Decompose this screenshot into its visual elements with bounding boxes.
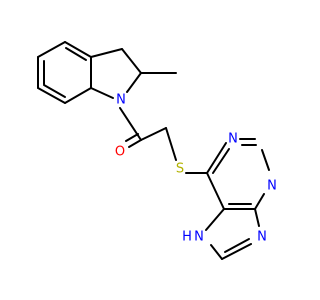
bond-purine5-3 — [221, 243, 252, 260]
bond-benzene-1 — [64, 41, 92, 58]
molecule-structure-diagram: N O S N N N H N — [37, 41, 277, 260]
atom-labels: N O S N N N H N — [115, 93, 277, 245]
atom-o-carbonyl: O — [115, 145, 125, 160]
atom-n-purine-7: N — [194, 230, 204, 245]
bond-purine6-4 — [254, 193, 265, 210]
bond-ring5-4 — [90, 87, 114, 99]
bond-purine6-double-1 — [212, 148, 230, 174]
bond-benzene-4 — [37, 87, 66, 104]
bond-carbonyl-ch2 — [140, 127, 167, 141]
bond-purine5-double — [224, 238, 250, 253]
bond-benzene-3 — [64, 87, 92, 104]
atom-n-purine-1: N — [228, 132, 238, 147]
bond-purine6-1 — [206, 142, 227, 174]
bond-ring5-1 — [90, 48, 123, 58]
bond-purine5-4 — [254, 208, 260, 227]
bond-benzene-double-2 — [43, 84, 66, 98]
atom-n-indoline: N — [116, 93, 126, 108]
bond-purine5-1 — [205, 208, 225, 231]
bond-ch2-s — [165, 127, 177, 161]
atom-n-purine-9: N — [257, 230, 267, 245]
atom-h-purine-7: H — [182, 230, 192, 245]
bond-carbonyl-double-2 — [125, 133, 139, 142]
bonds — [37, 41, 270, 260]
bond-benzene-6 — [37, 41, 66, 58]
atom-s-thioether: S — [176, 162, 184, 177]
bond-ring5-3 — [126, 72, 142, 93]
bond-benzene-double-1 — [65, 47, 87, 61]
bond-carbonyl-double-1 — [128, 139, 142, 148]
bond-ring5-2 — [121, 48, 142, 74]
bond-purine6-6 — [206, 172, 225, 210]
bond-purine5-2 — [210, 244, 223, 260]
bond-purine6-3 — [261, 149, 270, 171]
atom-n-purine-3: N — [267, 179, 277, 194]
